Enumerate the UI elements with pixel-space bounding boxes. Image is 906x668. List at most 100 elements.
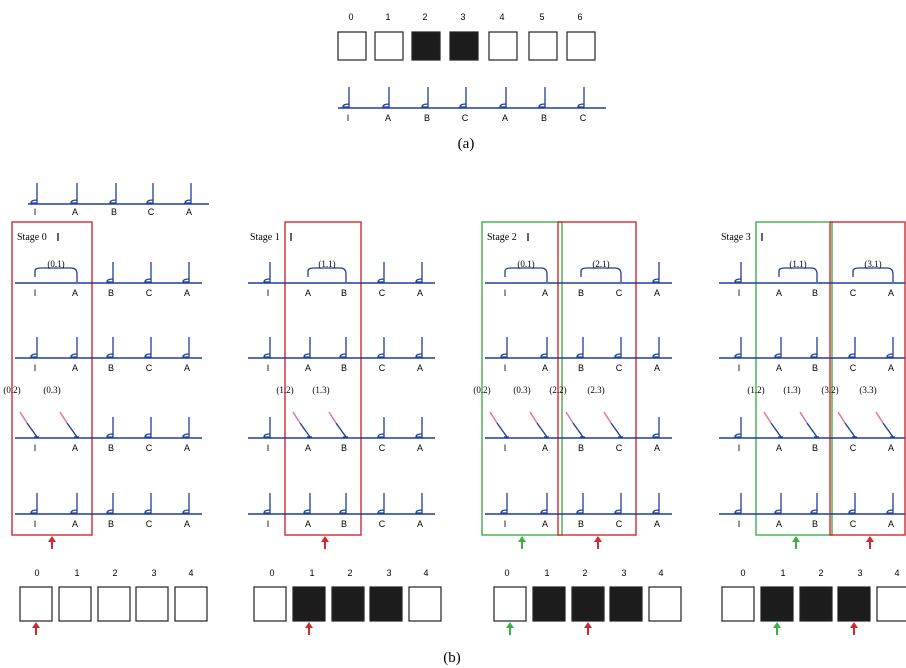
token-hook <box>810 337 818 358</box>
cell-index-label: 1 <box>780 568 785 578</box>
red-arrow-head <box>594 536 602 542</box>
empty-cell <box>174 586 208 622</box>
token-label: B <box>578 519 584 529</box>
reference-hook <box>30 183 38 204</box>
token-hook <box>459 87 467 108</box>
empty-cell <box>408 586 442 622</box>
empty-cell <box>97 586 131 622</box>
tilted-token-hook-ext <box>565 411 574 424</box>
filled-cell <box>760 586 794 622</box>
token-hook <box>263 493 271 514</box>
red-cell-arrow-head <box>850 622 858 628</box>
token-hook <box>652 493 660 514</box>
empty-cell <box>488 31 518 61</box>
cell-index-label: 4 <box>423 568 428 578</box>
token-hook <box>303 493 311 514</box>
reference-hook <box>109 183 117 204</box>
tilted-token-hook-ext <box>489 411 498 424</box>
token-label: A <box>305 288 311 298</box>
token-label: A <box>502 113 508 123</box>
red-window <box>829 221 906 536</box>
token-label: C <box>850 519 857 529</box>
empty-cell <box>19 586 53 622</box>
stage-label: Stage 0 <box>17 232 47 243</box>
token-label: I <box>347 113 350 123</box>
token-label: A <box>776 519 782 529</box>
cell-index-label: 2 <box>818 568 823 578</box>
token-label: A <box>776 363 782 373</box>
green-cell-arrow-head <box>773 622 781 628</box>
token-label: I <box>504 519 507 529</box>
token-hook <box>774 337 782 358</box>
token-hook <box>377 262 385 283</box>
tilted-token-hook <box>806 422 818 438</box>
token-label: A <box>542 519 548 529</box>
red-arrow-head <box>48 536 56 542</box>
tilted-token-hook <box>299 422 311 438</box>
token-label: C <box>850 288 857 298</box>
token-hook <box>30 493 38 514</box>
token-label: A <box>888 443 894 453</box>
token-label: A <box>654 288 660 298</box>
reference-token-label: I <box>34 207 37 217</box>
token-label: I <box>738 519 741 529</box>
cell-index-label: 3 <box>621 568 626 578</box>
token-hook <box>576 337 584 358</box>
token-hook <box>538 87 546 108</box>
token-hook <box>848 493 856 514</box>
token-hook <box>263 417 271 438</box>
red-cell-arrow-head <box>305 622 313 628</box>
empty-cell <box>721 586 755 622</box>
token-hook <box>848 337 856 358</box>
token-label: A <box>776 443 782 453</box>
cell-index-label: 3 <box>386 568 391 578</box>
split-label: (2.2) <box>549 385 566 395</box>
token-hook <box>342 87 350 108</box>
tilted-token-hook-ext <box>837 411 846 424</box>
token-hook <box>421 87 429 108</box>
token-label: C <box>616 288 623 298</box>
cell-index-label: 2 <box>347 568 352 578</box>
reference-token-label: A <box>72 207 78 217</box>
token-hook <box>576 493 584 514</box>
caption-a: (a) <box>458 136 475 152</box>
token-label: A <box>305 519 311 529</box>
tilted-token-hook <box>335 422 347 438</box>
cell-index-label: 3 <box>857 568 862 578</box>
tilted-token-hook-ext <box>292 411 301 424</box>
token-hook <box>734 262 742 283</box>
token-label: B <box>341 288 347 298</box>
token-hook <box>339 493 347 514</box>
token-hook <box>182 337 190 358</box>
token-label: A <box>417 519 423 529</box>
token-hook <box>106 262 114 283</box>
token-hook <box>810 493 818 514</box>
token-label: I <box>34 443 37 453</box>
token-hook <box>263 337 271 358</box>
token-hook <box>106 417 114 438</box>
token-label: C <box>379 443 386 453</box>
empty-cell <box>253 586 287 622</box>
cell-index-label: 0 <box>269 568 274 578</box>
cell-index-label: 2 <box>112 568 117 578</box>
token-hook <box>886 493 894 514</box>
token-label: A <box>654 363 660 373</box>
token-label: B <box>341 363 347 373</box>
cell-index-label: 4 <box>499 12 504 22</box>
token-label: B <box>812 519 818 529</box>
empty-cell <box>648 586 682 622</box>
empty-cell <box>493 586 527 622</box>
token-label: C <box>850 363 857 373</box>
cell-index-label: 1 <box>385 12 390 22</box>
token-label: I <box>504 443 507 453</box>
empty-cell <box>876 586 906 622</box>
split-label: (0.3) <box>513 385 530 395</box>
merged-token-arc <box>852 267 894 282</box>
token-label: B <box>108 288 114 298</box>
split-label: (1.2) <box>747 385 764 395</box>
token-label: C <box>146 519 153 529</box>
red-cell-arrow-head <box>584 622 592 628</box>
token-hook <box>652 262 660 283</box>
merge-label: (3.1) <box>864 259 881 269</box>
tilted-token-hook-ext <box>59 411 68 424</box>
